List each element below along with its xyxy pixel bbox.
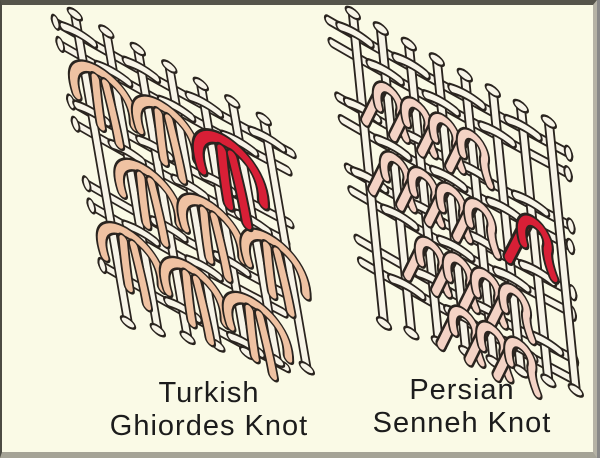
caption-line-1: Turkish — [158, 377, 260, 409]
senneh-asymmetric-knot — [444, 126, 496, 192]
highlighted-senneh-asymmetric-knot — [502, 212, 560, 285]
persian-senneh-knot-figure — [323, 5, 584, 401]
ghiordes-symmetric-knot — [68, 59, 141, 152]
ghiordes-symmetric-knot — [158, 255, 232, 348]
turkish-knot-caption: Turkish Ghiordes Knot — [74, 377, 344, 443]
senneh-asymmetric-knot — [486, 281, 538, 347]
ghiordes-symmetric-knot — [95, 220, 169, 313]
carpet-knot-diagrams — [50, 5, 584, 401]
ghiordes-symmetric-knot — [131, 94, 204, 187]
persian-knot-caption: Persian Senneh Knot — [332, 374, 592, 440]
caption-line-2: Ghiordes Knot — [109, 410, 309, 442]
turkish-ghiordes-knot-figure — [50, 6, 316, 383]
ghiordes-symmetric-knot — [113, 157, 186, 250]
ghiordes-symmetric-knot — [221, 290, 295, 383]
ghiordes-symmetric-knot — [176, 192, 249, 285]
caption-line-1: Persian — [409, 374, 515, 406]
senneh-asymmetric-knot — [491, 335, 543, 401]
ghiordes-symmetric-knot — [239, 227, 312, 320]
caption-line-2: Senneh Knot — [372, 407, 552, 439]
highlighted-ghiordes-symmetric-knot — [191, 128, 271, 233]
senneh-asymmetric-knot — [451, 196, 503, 262]
